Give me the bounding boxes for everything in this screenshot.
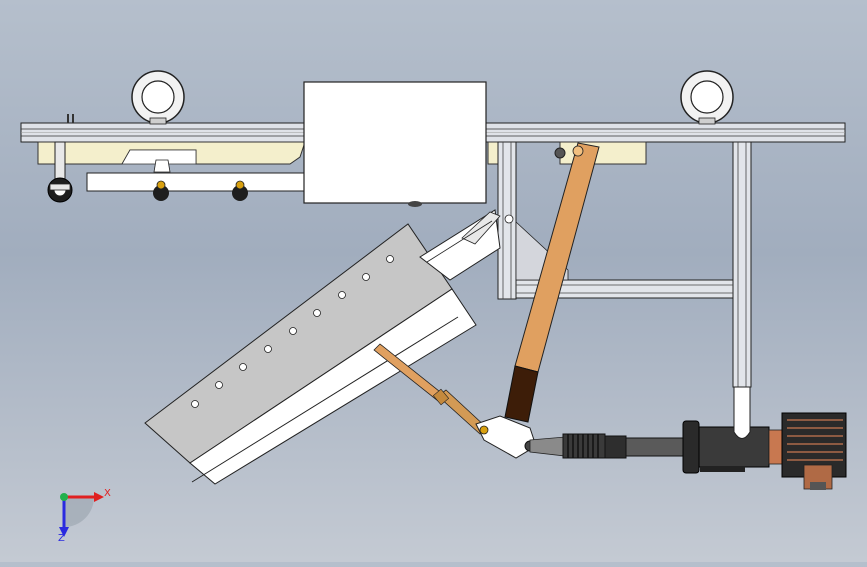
push-rod[interactable] xyxy=(373,343,488,435)
y-axis-dot xyxy=(60,493,68,501)
spring-boot[interactable] xyxy=(529,433,685,459)
drive-motor[interactable] xyxy=(682,386,847,490)
control-box[interactable] xyxy=(303,81,487,207)
chute-holes xyxy=(191,255,394,408)
white-slide-bar[interactable] xyxy=(86,159,305,201)
coordinate-triad: X Z xyxy=(58,488,111,544)
x-axis-arrowhead xyxy=(94,492,104,502)
rail-posts xyxy=(67,114,74,123)
left-caster[interactable] xyxy=(47,141,73,203)
left-top-wheel[interactable] xyxy=(131,70,185,125)
knuckle-joint[interactable] xyxy=(475,415,537,459)
x-axis-label: X xyxy=(104,488,111,499)
z-axis-label: Z xyxy=(58,533,65,544)
cream-carriage-plate[interactable] xyxy=(37,141,647,165)
tilted-chute[interactable] xyxy=(144,209,501,485)
copper-link-arm[interactable] xyxy=(504,142,600,423)
right-top-wheel[interactable] xyxy=(680,70,734,125)
z-axis-arrowhead xyxy=(59,527,69,537)
